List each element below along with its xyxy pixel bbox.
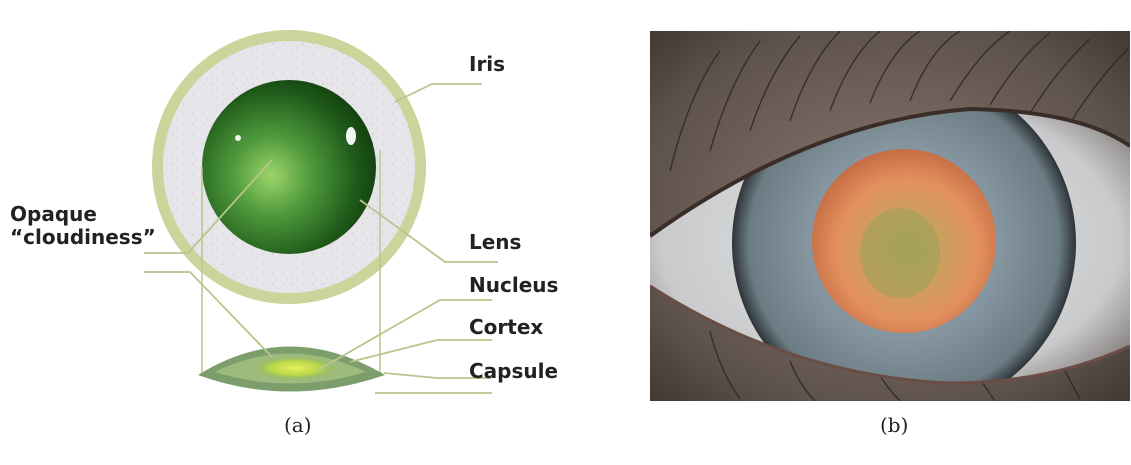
caption-a: (a) xyxy=(284,413,312,437)
label-lens: Lens xyxy=(469,230,521,254)
label-nucleus: Nucleus xyxy=(469,273,558,297)
label-opaque-line1: Opaque xyxy=(10,202,97,226)
cataract-eye-svg xyxy=(650,31,1130,401)
label-capsule: Capsule xyxy=(469,359,558,383)
lens-side-nucleus xyxy=(253,356,337,380)
label-iris: Iris xyxy=(469,52,505,76)
cataract-diagram-svg: Iris Opaque “cloudiness” Lens Nucleus Co… xyxy=(0,0,590,461)
cataract-eye-photo xyxy=(650,31,1130,401)
cataract-diagram: Iris Opaque “cloudiness” Lens Nucleus Co… xyxy=(0,0,590,461)
label-cortex: Cortex xyxy=(469,315,543,339)
lens-highlight-right xyxy=(346,127,356,145)
lens-front xyxy=(202,80,376,254)
cataract-opacity xyxy=(860,208,940,298)
caption-b: (b) xyxy=(880,413,908,437)
label-opaque-line2: “cloudiness” xyxy=(10,225,156,249)
lens-highlight-left xyxy=(235,135,241,141)
